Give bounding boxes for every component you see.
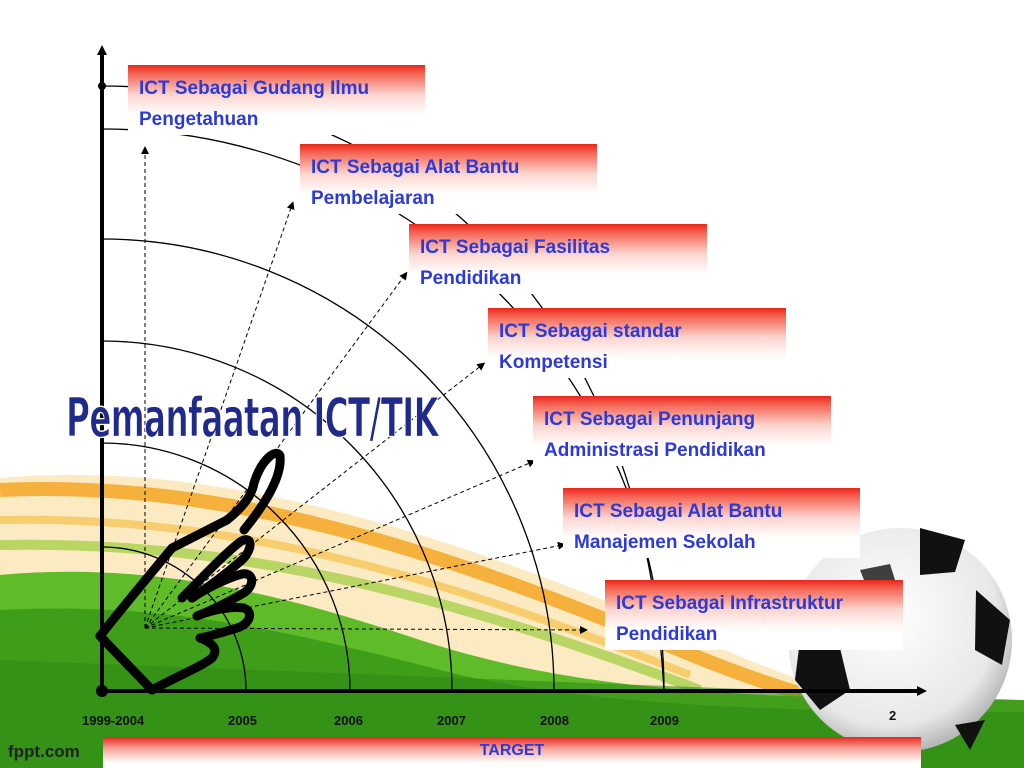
year-label: 2008 <box>540 713 569 728</box>
label-box-penunjang-administrasi: ICT Sebagai Penunjang Administrasi Pendi… <box>533 396 831 466</box>
top-dot <box>98 82 106 90</box>
year-label: 2009 <box>650 713 679 728</box>
brand-logo: fppt.com <box>8 742 80 761</box>
label-line: Pembelajaran <box>311 188 435 209</box>
label-line: ICT Sebagai Fasilitas <box>420 237 611 258</box>
arrow-2 <box>144 201 295 629</box>
target-bar: TARGET <box>103 737 921 768</box>
label-line: Pendidikan <box>420 268 522 289</box>
label-line: ICT Sebagai standar <box>499 321 682 342</box>
slide-title: Pemanfaatan ICT/TIK <box>66 387 440 451</box>
label-line: ICT Sebagai Alat Bantu <box>311 157 520 178</box>
label-box-gudang-ilmu: ICT Sebagai Gudang Ilmu Pengetahuan <box>128 65 425 135</box>
pointing-hand-icon <box>95 448 285 695</box>
label-line: Pengetahuan <box>139 109 259 130</box>
label-line: Kompetensi <box>499 352 608 373</box>
label-line: ICT Sebagai Penunjang <box>544 409 756 430</box>
year-label: 2006 <box>334 713 363 728</box>
year-label: 2007 <box>437 713 466 728</box>
label-box-manajemen-sekolah: ICT Sebagai Alat Bantu Manajemen Sekolah <box>563 488 860 558</box>
arrow-5 <box>144 459 536 629</box>
page-number: 2 <box>889 708 897 723</box>
label-line: Pendidikan <box>616 624 718 645</box>
label-line: ICT Sebagai Gudang Ilmu <box>139 78 370 99</box>
arc-2005 <box>101 442 351 692</box>
label-line: Manajemen Sekolah <box>574 532 756 553</box>
label-line: ICT Sebagai Alat Bantu <box>574 501 783 522</box>
arrow-7 <box>144 625 588 634</box>
label-line: Administrasi Pendidikan <box>544 440 766 461</box>
label-box-alat-bantu-pembelajaran: ICT Sebagai Alat Bantu Pembelajaran <box>300 144 597 214</box>
year-label: 2005 <box>228 713 257 728</box>
label-box-standar-kompetensi: ICT Sebagai standar Kompetensi <box>488 308 786 378</box>
origin-dot <box>96 685 108 697</box>
year-label: 1999-2004 <box>82 713 145 728</box>
label-box-fasilitas-pendidikan: ICT Sebagai Fasilitas Pendidikan <box>409 224 707 294</box>
label-line: ICT Sebagai Infrastruktur <box>616 593 843 614</box>
label-box-infrastruktur: ICT Sebagai Infrastruktur Pendidikan <box>605 580 903 650</box>
arc-2006 <box>101 340 453 692</box>
arc-2007 <box>101 238 555 692</box>
